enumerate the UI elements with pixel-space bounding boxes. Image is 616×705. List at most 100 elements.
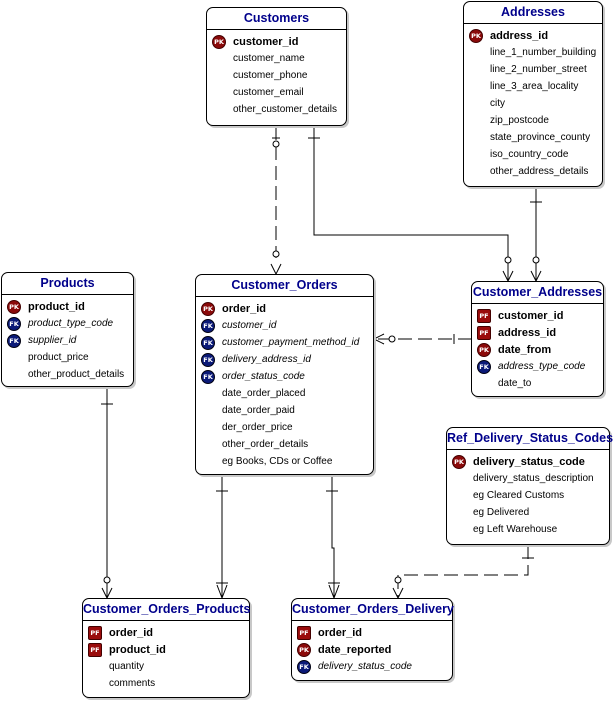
- entity-title: Customer_Orders: [196, 275, 373, 297]
- field-row: zip_postcode: [464, 112, 602, 129]
- rel-refstatus-delivery: [392, 545, 534, 599]
- field-name: date_reported: [318, 643, 392, 656]
- pk-key-icon: PK: [297, 642, 311, 657]
- field-name: product_type_code: [28, 318, 114, 329]
- field-row: date_order_placed: [196, 385, 373, 402]
- field-row: line_1_number_building: [464, 44, 602, 61]
- field-row: line_2_number_street: [464, 61, 602, 78]
- field-name: address_type_code: [498, 361, 586, 372]
- pk-key-icon: PK: [201, 301, 215, 316]
- no-key-spacer: [452, 472, 466, 486]
- rel-orders-orderproducts: [216, 475, 228, 599]
- field-name: date_to: [498, 378, 532, 389]
- fk-key-icon: FK: [201, 369, 215, 384]
- field-name: customer_payment_method_id: [222, 337, 360, 348]
- field-row: delivery_status_description: [447, 470, 609, 487]
- field-name: date_order_placed: [222, 388, 306, 399]
- field-name: line_2_number_street: [490, 64, 587, 75]
- no-key-spacer: [201, 438, 215, 452]
- field-name: zip_postcode: [490, 115, 549, 126]
- field-name: delivery_status_description: [473, 473, 594, 484]
- fk-key-icon: FK: [477, 359, 491, 374]
- rel-products-orderproducts: [101, 386, 113, 599]
- field-name: iso_country_code: [490, 149, 569, 160]
- no-key-spacer: [201, 387, 215, 401]
- field-row: other_customer_details: [207, 101, 346, 118]
- field-name: order_id: [109, 626, 154, 639]
- no-key-spacer: [469, 80, 483, 94]
- field-row: FK address_type_code: [472, 358, 603, 375]
- no-key-spacer: [452, 506, 466, 520]
- no-key-spacer: [88, 660, 102, 674]
- field-row: FK product_type_code: [2, 315, 133, 332]
- field-row: eg Books, CDs or Coffee: [196, 453, 373, 470]
- no-key-spacer: [88, 677, 102, 691]
- no-key-spacer: [469, 114, 483, 128]
- field-row: date_to: [472, 375, 603, 392]
- field-name: eg Delivered: [473, 507, 530, 518]
- field-row: other_order_details: [196, 436, 373, 453]
- no-key-spacer: [7, 368, 21, 382]
- fk-key-icon: FK: [7, 316, 21, 331]
- field-name: delivery_address_id: [222, 354, 311, 365]
- rel-custaddresses-orders: [373, 333, 472, 345]
- pf-key-icon: PF: [477, 308, 491, 323]
- no-key-spacer: [452, 489, 466, 503]
- no-key-spacer: [212, 103, 226, 117]
- no-key-spacer: [7, 351, 21, 365]
- field-row: product_price: [2, 349, 133, 366]
- field-name: city: [490, 98, 505, 109]
- field-row: iso_country_code: [464, 146, 602, 163]
- field-name: eg Cleared Customs: [473, 490, 565, 501]
- entity-title: Ref_Delivery_Status_Codes: [447, 428, 613, 450]
- pk-key-icon: PK: [7, 299, 21, 314]
- field-name: comments: [109, 678, 156, 689]
- rel-orders-delivery: [326, 475, 340, 599]
- entity-title: Products: [2, 273, 133, 295]
- no-key-spacer: [212, 52, 226, 66]
- field-row: state_province_county: [464, 129, 602, 146]
- entity-title: Customers: [207, 8, 346, 30]
- pf-key-icon: PF: [88, 642, 102, 657]
- fk-key-icon: FK: [201, 318, 215, 333]
- field-row: customer_name: [207, 50, 346, 67]
- entity-title: Customer_Addresses: [472, 282, 603, 304]
- field-name: order_id: [318, 626, 363, 639]
- field-name: line_3_area_locality: [490, 81, 579, 92]
- field-name: product_id: [109, 643, 166, 656]
- field-row: customer_email: [207, 84, 346, 101]
- entity-title: Customer_Orders_Products: [83, 599, 250, 621]
- field-name: other_order_details: [222, 439, 309, 450]
- field-name: customer_email: [233, 87, 304, 98]
- field-name: date_order_paid: [222, 405, 295, 416]
- no-key-spacer: [452, 523, 466, 537]
- no-key-spacer: [201, 404, 215, 418]
- no-key-spacer: [469, 165, 483, 179]
- field-row: eg Left Warehouse: [447, 521, 609, 538]
- field-name: address_id: [498, 326, 557, 339]
- field-name: customer_id: [233, 35, 299, 48]
